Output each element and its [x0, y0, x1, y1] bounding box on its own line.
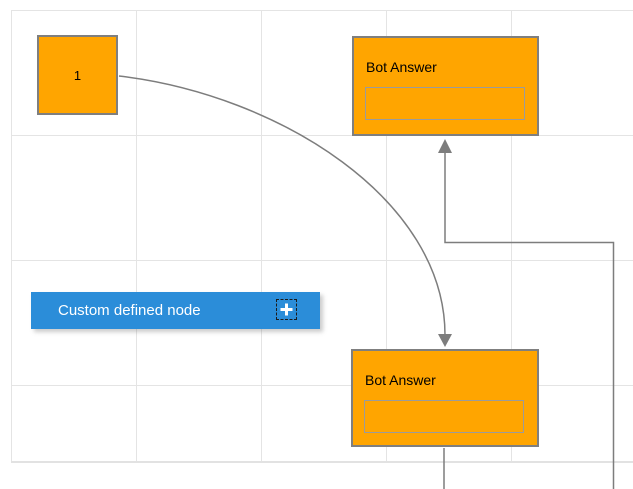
add-node-button[interactable]: [276, 299, 297, 320]
grid-line: [11, 385, 633, 386]
arrowhead-up-icon: [438, 139, 452, 153]
grid-line: [11, 10, 633, 11]
node-start-label: 1: [73, 67, 82, 83]
canvas-bottom-border: [11, 461, 633, 463]
node-title: Bot Answer: [366, 59, 437, 75]
bot-answer-input[interactable]: [364, 400, 524, 433]
grid-line: [386, 10, 387, 463]
node-title: Bot Answer: [365, 372, 436, 388]
node-custom-defined[interactable]: Custom defined node: [31, 292, 320, 329]
node-bot-answer-top[interactable]: Bot Answer: [352, 36, 539, 136]
connector-bezier[interactable]: [118, 75, 446, 336]
node-start[interactable]: 1: [37, 35, 118, 115]
grid-line: [11, 135, 633, 136]
grid-line: [511, 10, 512, 463]
grid-line: [261, 10, 262, 463]
arrowhead-down-icon: [438, 334, 452, 347]
connector-orthogonal[interactable]: [443, 153, 615, 489]
plus-icon: [280, 303, 293, 316]
node-bot-answer-bottom[interactable]: Bot Answer: [351, 349, 539, 447]
bot-answer-input[interactable]: [365, 87, 525, 120]
custom-node-label: Custom defined node: [58, 302, 201, 319]
grid-line: [136, 10, 137, 463]
grid-line: [11, 260, 633, 261]
grid-line: [11, 10, 12, 463]
